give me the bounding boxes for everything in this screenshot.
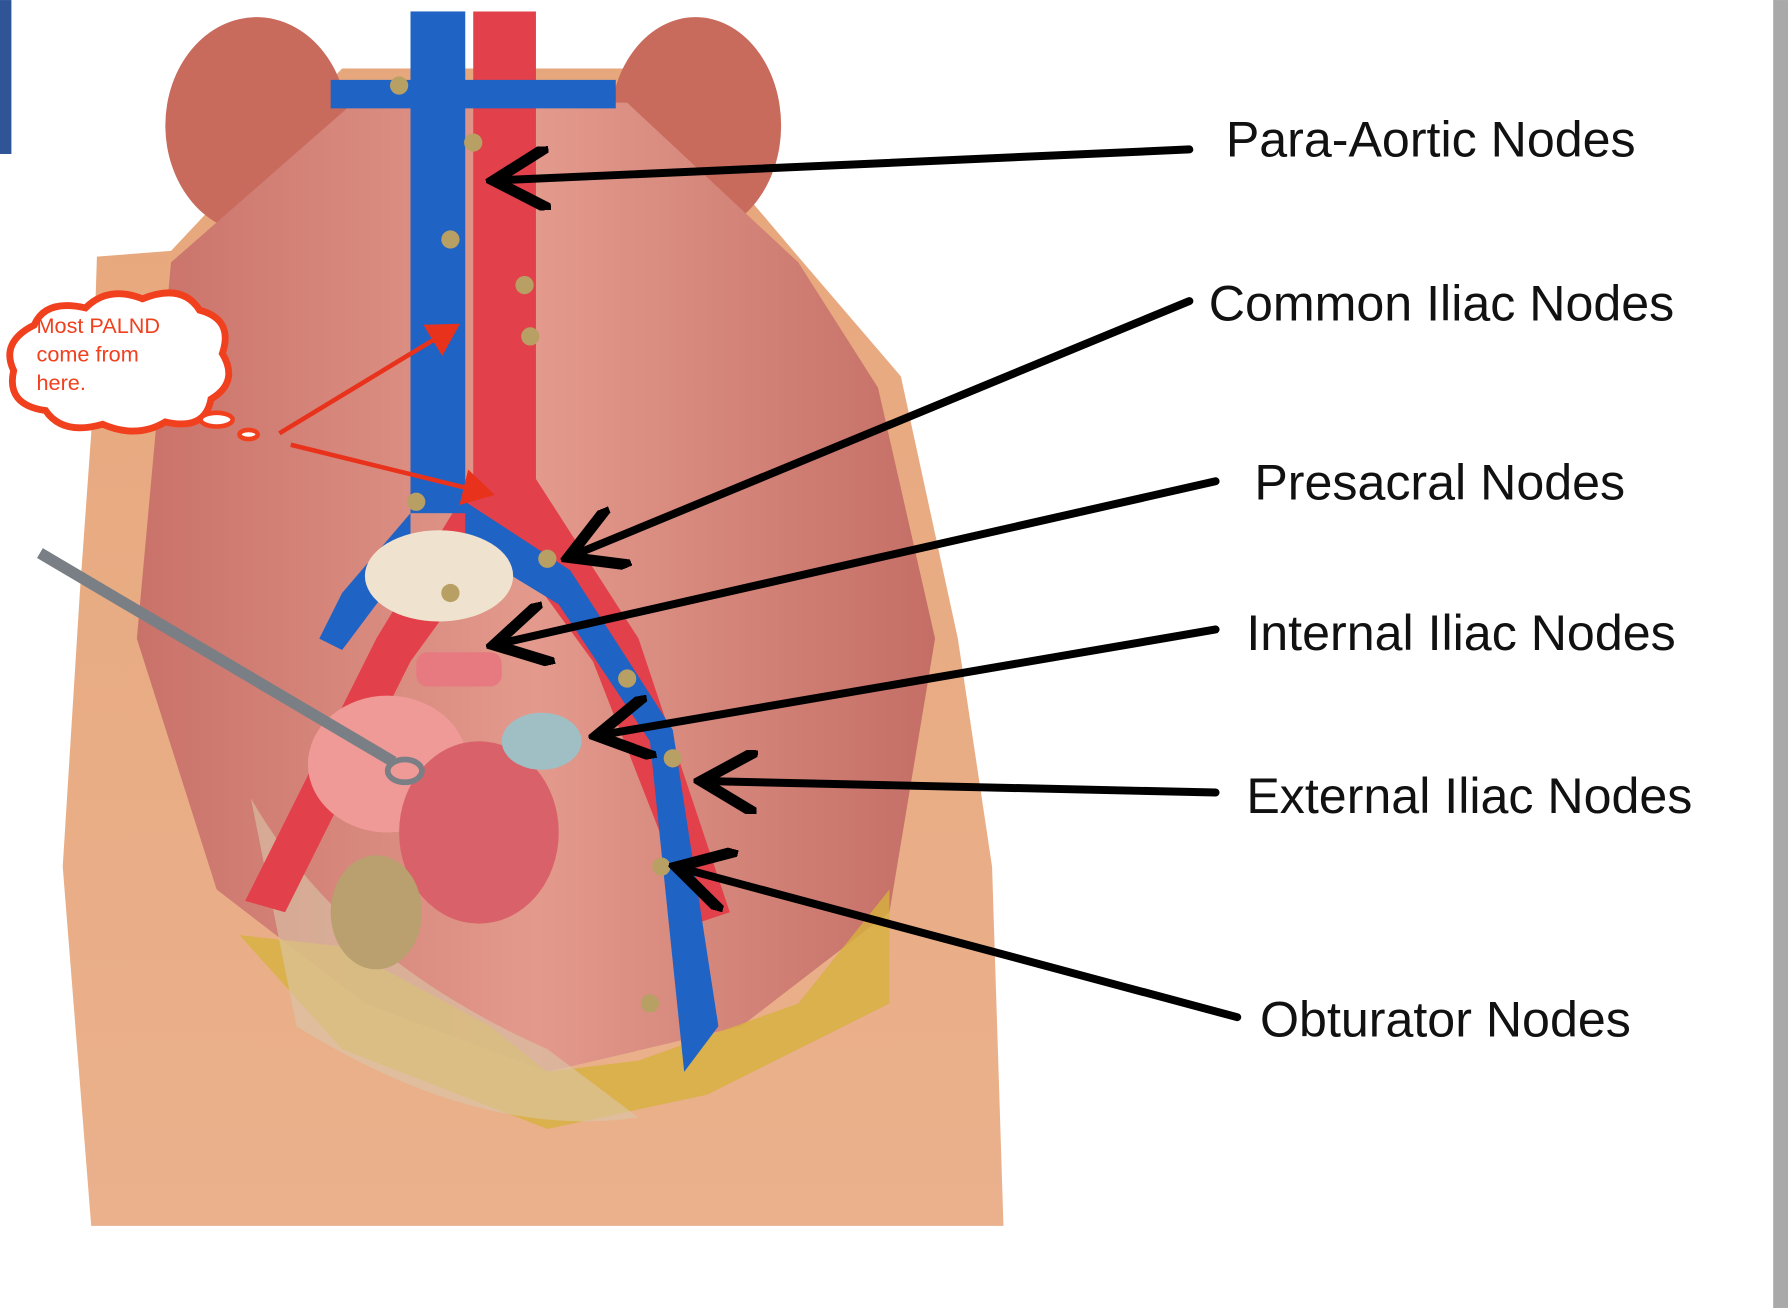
callout-line-2: come from (36, 342, 138, 367)
arrow-internal-iliac (604, 625, 1220, 734)
anatomical-illustration (37, 11, 1004, 1226)
thought-bubble-callout: Most PALND come from here. (6, 289, 260, 442)
slide-accent-bar (0, 0, 12, 154)
label-presacral: Presacral Nodes (1254, 454, 1625, 510)
label-common-iliac: Common Iliac Nodes (1209, 275, 1675, 331)
callout-line-1: Most PALND (36, 313, 160, 338)
red-arrow-upper (278, 323, 461, 436)
arrow-para-aortic (502, 145, 1194, 180)
label-internal-iliac: Internal Iliac Nodes (1246, 605, 1675, 661)
slide-right-border (1773, 0, 1788, 1308)
label-obturator: Obturator Nodes (1260, 992, 1631, 1048)
label-para-aortic: Para-Aortic Nodes (1226, 111, 1636, 167)
callout-line-3: here. (36, 370, 85, 395)
arrow-common-iliac (576, 297, 1194, 554)
arrow-obturator (684, 869, 1242, 1022)
arrow-presacral (502, 477, 1220, 643)
arrow-external-iliac (709, 781, 1220, 792)
label-external-iliac: External Iliac Nodes (1246, 768, 1692, 824)
red-arrow-lower (290, 442, 495, 505)
